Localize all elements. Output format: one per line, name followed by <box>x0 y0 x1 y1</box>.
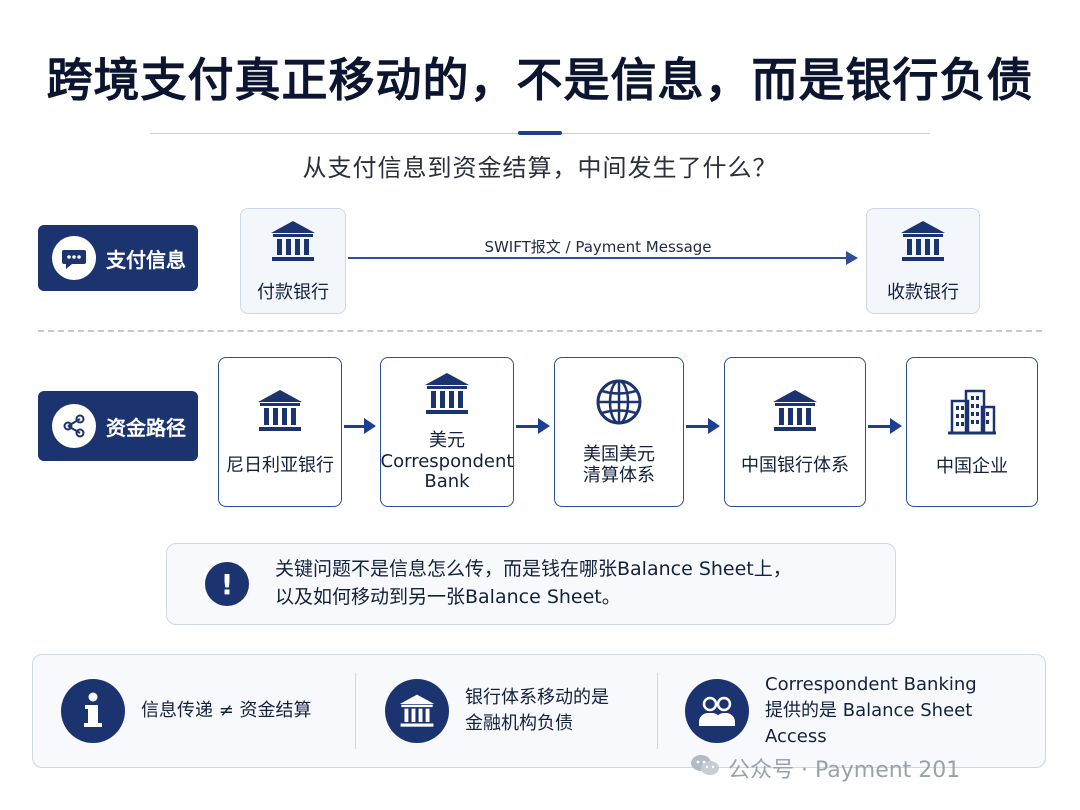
node-label-line2: Correspondent <box>380 450 514 472</box>
chat-bubble-icon <box>52 236 96 280</box>
callout-line2: 以及如何移动到另一张Balance Sheet。 <box>275 586 621 608</box>
bank-icon <box>771 388 819 440</box>
node-label-line1: 美国美元 <box>583 444 655 466</box>
summary-text-line1: 银行体系移动的是 <box>465 686 609 708</box>
section-divider <box>38 330 1042 332</box>
node-china-banking: 中国银行体系 <box>724 357 866 507</box>
wechat-icon <box>690 753 720 783</box>
node-correspondent-bank: 美元 Correspondent Bank <box>380 357 514 507</box>
receiver-bank-label: 收款银行 <box>887 281 959 303</box>
watermark: 公众号 · Payment 201 <box>690 752 960 784</box>
watermark-text: 公众号 · Payment 201 <box>728 758 961 783</box>
bank-icon <box>899 219 947 268</box>
sender-bank-label: 付款银行 <box>257 281 329 303</box>
title-divider-accent <box>518 131 562 135</box>
node-china-enterprise: 中国企业 <box>906 357 1038 507</box>
flow-arrow <box>686 412 720 440</box>
page-title: 跨境支付真正移动的，不是信息，而是银行负债 <box>46 53 1034 107</box>
message-arrow-line <box>348 257 848 259</box>
bank-icon <box>256 388 304 440</box>
summary-divider <box>355 673 356 749</box>
summary-item-info: 信息传递 ≠ 资金结算 <box>61 679 351 743</box>
receiver-bank-card: 收款银行 <box>866 208 980 314</box>
key-question-callout: ! 关键问题不是信息怎么传，而是钱在哪张Balance Sheet上， 以及如何… <box>166 543 896 625</box>
node-nigeria-bank: 尼日利亚银行 <box>218 357 342 507</box>
summary-divider <box>657 673 658 749</box>
share-nodes-icon <box>52 404 96 448</box>
summary-item-bank: 银行体系移动的是 金融机构负债 <box>385 679 665 743</box>
bank-icon <box>269 219 317 268</box>
summary-text: 信息传递 ≠ 资金结算 <box>141 699 312 721</box>
info-icon <box>61 679 125 743</box>
globe-icon <box>594 377 644 433</box>
building-icon <box>946 387 998 443</box>
summary-text-line2: 提供的是 Balance Sheet Access <box>765 699 973 748</box>
node-label: 中国企业 <box>936 455 1008 477</box>
node-label: 尼日利亚银行 <box>226 454 334 476</box>
pill-label: 资金路径 <box>106 415 186 440</box>
flow-arrow <box>344 412 376 440</box>
sender-bank-card: 付款银行 <box>240 208 346 314</box>
summary-item-correspondent: Correspondent Banking 提供的是 Balance Sheet… <box>685 674 1035 747</box>
page-subtitle: 从支付信息到资金结算，中间发生了什么？ <box>302 154 778 182</box>
exclamation-icon: ! <box>205 562 249 606</box>
pill-label: 支付信息 <box>106 247 186 272</box>
summary-panel: 信息传递 ≠ 资金结算 银行体系移动的是 金融机构负债 <box>32 654 1046 768</box>
summary-text-line2: 金融机构负债 <box>465 713 573 734</box>
node-label-line3: Bank <box>424 471 470 493</box>
message-arrow-head <box>846 251 858 265</box>
node-label: 中国银行体系 <box>741 454 849 476</box>
message-label: SWIFT报文 / Payment Message <box>484 238 712 256</box>
node-label-line2: 清算体系 <box>583 464 655 486</box>
node-us-clearing: 美国美元 清算体系 <box>554 357 684 507</box>
summary-text-line1: Correspondent Banking <box>765 673 977 695</box>
users-icon <box>685 679 749 743</box>
bank-icon <box>423 371 471 423</box>
node-label-line1: 美元 <box>429 429 465 451</box>
flow-arrow <box>868 412 902 440</box>
flow-arrow <box>516 412 550 440</box>
bank-icon <box>385 679 449 743</box>
pill-fund-path: 资金路径 <box>38 391 198 461</box>
callout-line1: 关键问题不是信息怎么传，而是钱在哪张Balance Sheet上， <box>275 558 792 581</box>
pill-payment-info: 支付信息 <box>38 225 198 291</box>
